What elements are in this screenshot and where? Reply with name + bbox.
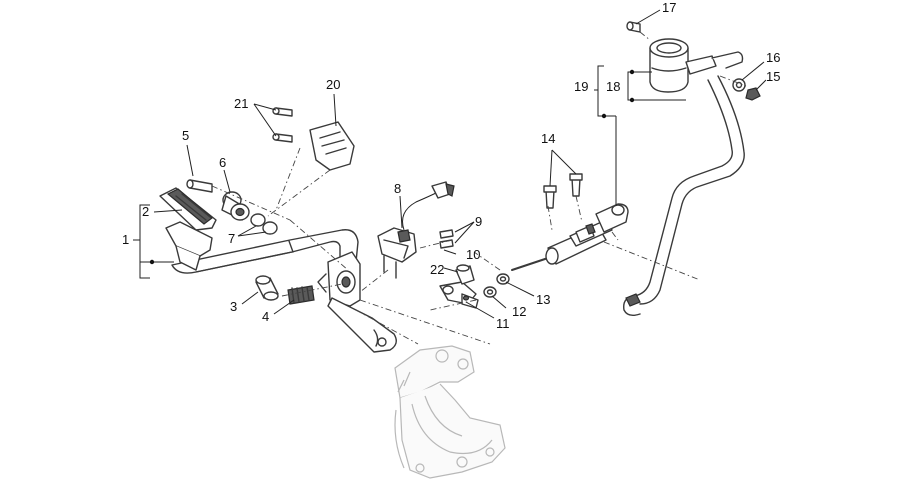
callout-7: 7 <box>228 231 235 246</box>
clevis-pin <box>455 264 475 285</box>
brake-pedal-lever <box>171 229 397 353</box>
callout-2: 2 <box>142 204 149 219</box>
callout-21: 21 <box>234 96 248 111</box>
callout-9: 9 <box>475 214 482 229</box>
assembly-lines <box>211 31 747 345</box>
callout-19: 19 <box>574 79 588 94</box>
o-rings <box>250 213 278 235</box>
callout-20: 20 <box>326 77 340 92</box>
pivot-bushing <box>221 191 250 221</box>
brake-light-switch <box>377 181 455 279</box>
callout-8: 8 <box>394 181 401 196</box>
callout-16: 16 <box>766 50 780 65</box>
callout-13: 13 <box>536 292 550 307</box>
nut-15 <box>745 87 761 101</box>
callout-12: 12 <box>512 304 526 319</box>
reservoir-cap-screw <box>626 21 641 33</box>
callout-17: 17 <box>662 0 676 15</box>
pedal-pad <box>159 187 217 271</box>
callout-15: 15 <box>766 69 780 84</box>
washer <box>483 286 497 298</box>
callout-10: 10 <box>466 247 480 262</box>
master-cylinder <box>511 203 629 271</box>
callout-18: 18 <box>606 79 620 94</box>
callout-labels: 1 2 3 4 5 6 7 8 9 10 11 12 13 14 15 16 1… <box>122 0 780 331</box>
fluid-reservoir <box>649 38 717 93</box>
clevis-fork <box>439 281 479 309</box>
callout-3: 3 <box>230 299 237 314</box>
callout-6: 6 <box>219 155 226 170</box>
reservoir-hose <box>623 51 745 317</box>
callout-14: 14 <box>541 131 555 146</box>
callout-4: 4 <box>262 309 269 324</box>
leader-lines <box>133 9 767 319</box>
callout-1: 1 <box>122 232 129 247</box>
washer-16 <box>732 78 746 92</box>
locknut <box>496 273 510 285</box>
pivot-pin <box>186 179 213 193</box>
callout-11: 11 <box>496 316 510 331</box>
switch-screws <box>439 229 454 249</box>
master-cylinder-bolts <box>543 173 583 209</box>
cover-plate <box>309 121 355 171</box>
spacer-sleeve <box>255 275 279 301</box>
callout-5: 5 <box>182 128 189 143</box>
frame-bracket-ghost <box>394 345 506 479</box>
cover-screws <box>272 107 293 143</box>
return-spring <box>287 285 315 305</box>
callout-22: 22 <box>430 262 444 277</box>
